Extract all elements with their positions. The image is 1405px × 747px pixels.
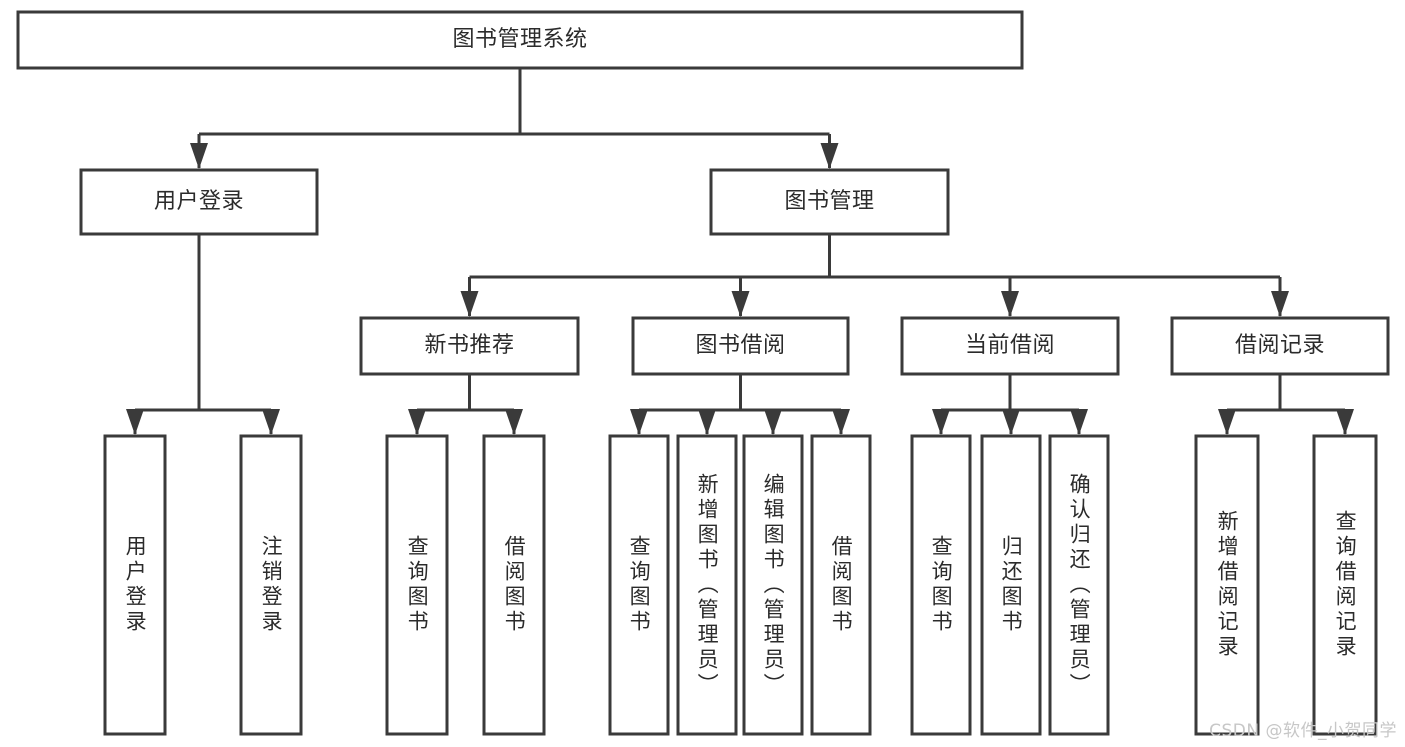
arrow-head-icon [932,409,950,435]
arrow-head-icon [460,291,479,317]
arrow-head-icon [1001,291,1019,317]
node-box-leaf-6[interactable] [742,434,804,736]
arrow-head-icon [1271,291,1289,317]
node-box-leaf-0[interactable] [103,434,167,736]
arrow-head-icon [1218,409,1236,435]
node-box-leaf-1[interactable] [239,434,303,736]
arrow-head-icon [731,291,750,317]
arrow-head-icon [764,409,782,435]
node-box-leaf-3[interactable] [482,434,546,736]
arrow-head-icon [190,143,208,169]
csdn-watermark: CSDN @软件_小贺同学 [1209,721,1397,741]
node-box-level3-1[interactable] [631,316,850,376]
node-box-leaf-11[interactable] [1194,434,1260,736]
node-box-level2-1[interactable] [709,168,950,236]
arrow-head-icon [630,409,648,435]
node-box-leaf-2[interactable] [385,434,449,736]
arrow-head-icon [505,409,523,435]
node-box-level3-2[interactable] [900,316,1120,376]
node-box-leaf-5[interactable] [676,434,738,736]
node-box-leaf-10[interactable] [1048,434,1110,736]
node-box-leaf-9[interactable] [980,434,1042,736]
node-box-level2-0[interactable] [79,168,319,236]
arrow-head-icon [126,409,144,435]
arrow-head-icon [1336,409,1354,435]
node-box-leaf-12[interactable] [1312,434,1378,736]
node-box-level3-3[interactable] [1170,316,1390,376]
node-box-leaf-7[interactable] [810,434,872,736]
node-box-root[interactable] [16,10,1024,70]
arrow-head-icon [832,409,850,435]
node-box-leaf-8[interactable] [910,434,972,736]
arrow-head-icon [820,143,839,169]
arrow-head-icon [262,409,280,435]
arrow-head-icon [698,409,716,435]
node-box-level3-0[interactable] [359,316,580,376]
arrow-head-icon [1002,409,1020,435]
node-box-leaf-4[interactable] [608,434,670,736]
arrow-head-icon [408,409,426,435]
arrow-head-icon [1070,409,1088,435]
